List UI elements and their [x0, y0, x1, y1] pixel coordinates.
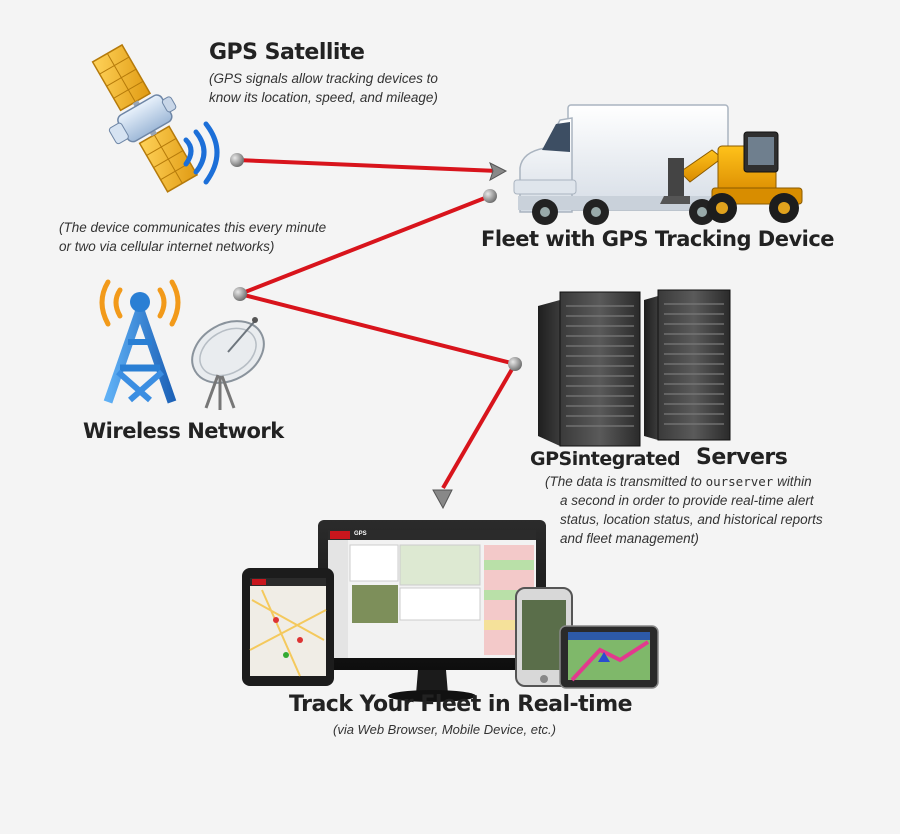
node-network [233, 287, 247, 301]
satellite-note-line-1: (GPS signals allow tracking devices to [209, 71, 438, 86]
servers-title-word: Servers [696, 445, 788, 470]
telehandler-loader-icon [660, 131, 803, 223]
network-note-line-1: (The device communicates this every minu… [59, 220, 327, 235]
tracking-title: Track Your Fleet in Real-time [289, 692, 633, 717]
smartphone-icon [515, 587, 573, 687]
network-to-servers-line [239, 292, 516, 366]
arrow-to-fleet-icon [489, 161, 508, 182]
fleet-title: Fleet with GPS Tracking Device [481, 227, 835, 251]
network-to-fleet-line [239, 194, 491, 296]
arrow-to-devices-icon [432, 489, 453, 510]
gps-navigator-icon [559, 625, 659, 689]
tablet-icon [242, 568, 334, 686]
satellite-note-line-2: know its location, speed, and mileage) [209, 90, 438, 105]
servers-note-line-1-a: (The data is transmitted to [545, 474, 706, 489]
servers-note-line-2: a second in order to provide real-time a… [560, 493, 814, 508]
tracking-note: (via Web Browser, Mobile Device, etc.) [333, 722, 556, 737]
network-note-line-2: or two via cellular internet networks) [59, 239, 275, 254]
server-rack-left-icon [538, 291, 641, 447]
servers-note-line-1-c: within [773, 474, 812, 489]
cell-tower-icon [99, 279, 181, 404]
node-fleet [483, 189, 497, 203]
satellite-icon [91, 43, 220, 193]
satellite-to-fleet-line [236, 158, 499, 173]
servers-title-brand: GPSintegrated [530, 448, 681, 470]
node-servers [508, 357, 522, 371]
satellite-title: GPS Satellite [209, 40, 365, 65]
delivery-truck-icon [513, 104, 729, 225]
servers-note-line-1: (The data is transmitted to ourserver wi… [545, 473, 812, 491]
node-satellite [230, 153, 244, 167]
servers-note-line-4: and fleet management) [560, 531, 699, 546]
wireless-title: Wireless Network [83, 419, 284, 443]
connection-nodes [230, 153, 522, 510]
app-logo-label: GPS [354, 531, 367, 537]
server-rack-right-icon [644, 289, 731, 441]
servers-note-ourserver: ourserver [705, 474, 774, 489]
desktop-monitor-icon [318, 520, 546, 702]
satellite-dish-icon [191, 317, 265, 410]
servers-to-devices-line [441, 362, 517, 490]
connection-lines [236, 158, 517, 490]
servers-note-line-3: status, location status, and historical … [560, 512, 823, 527]
